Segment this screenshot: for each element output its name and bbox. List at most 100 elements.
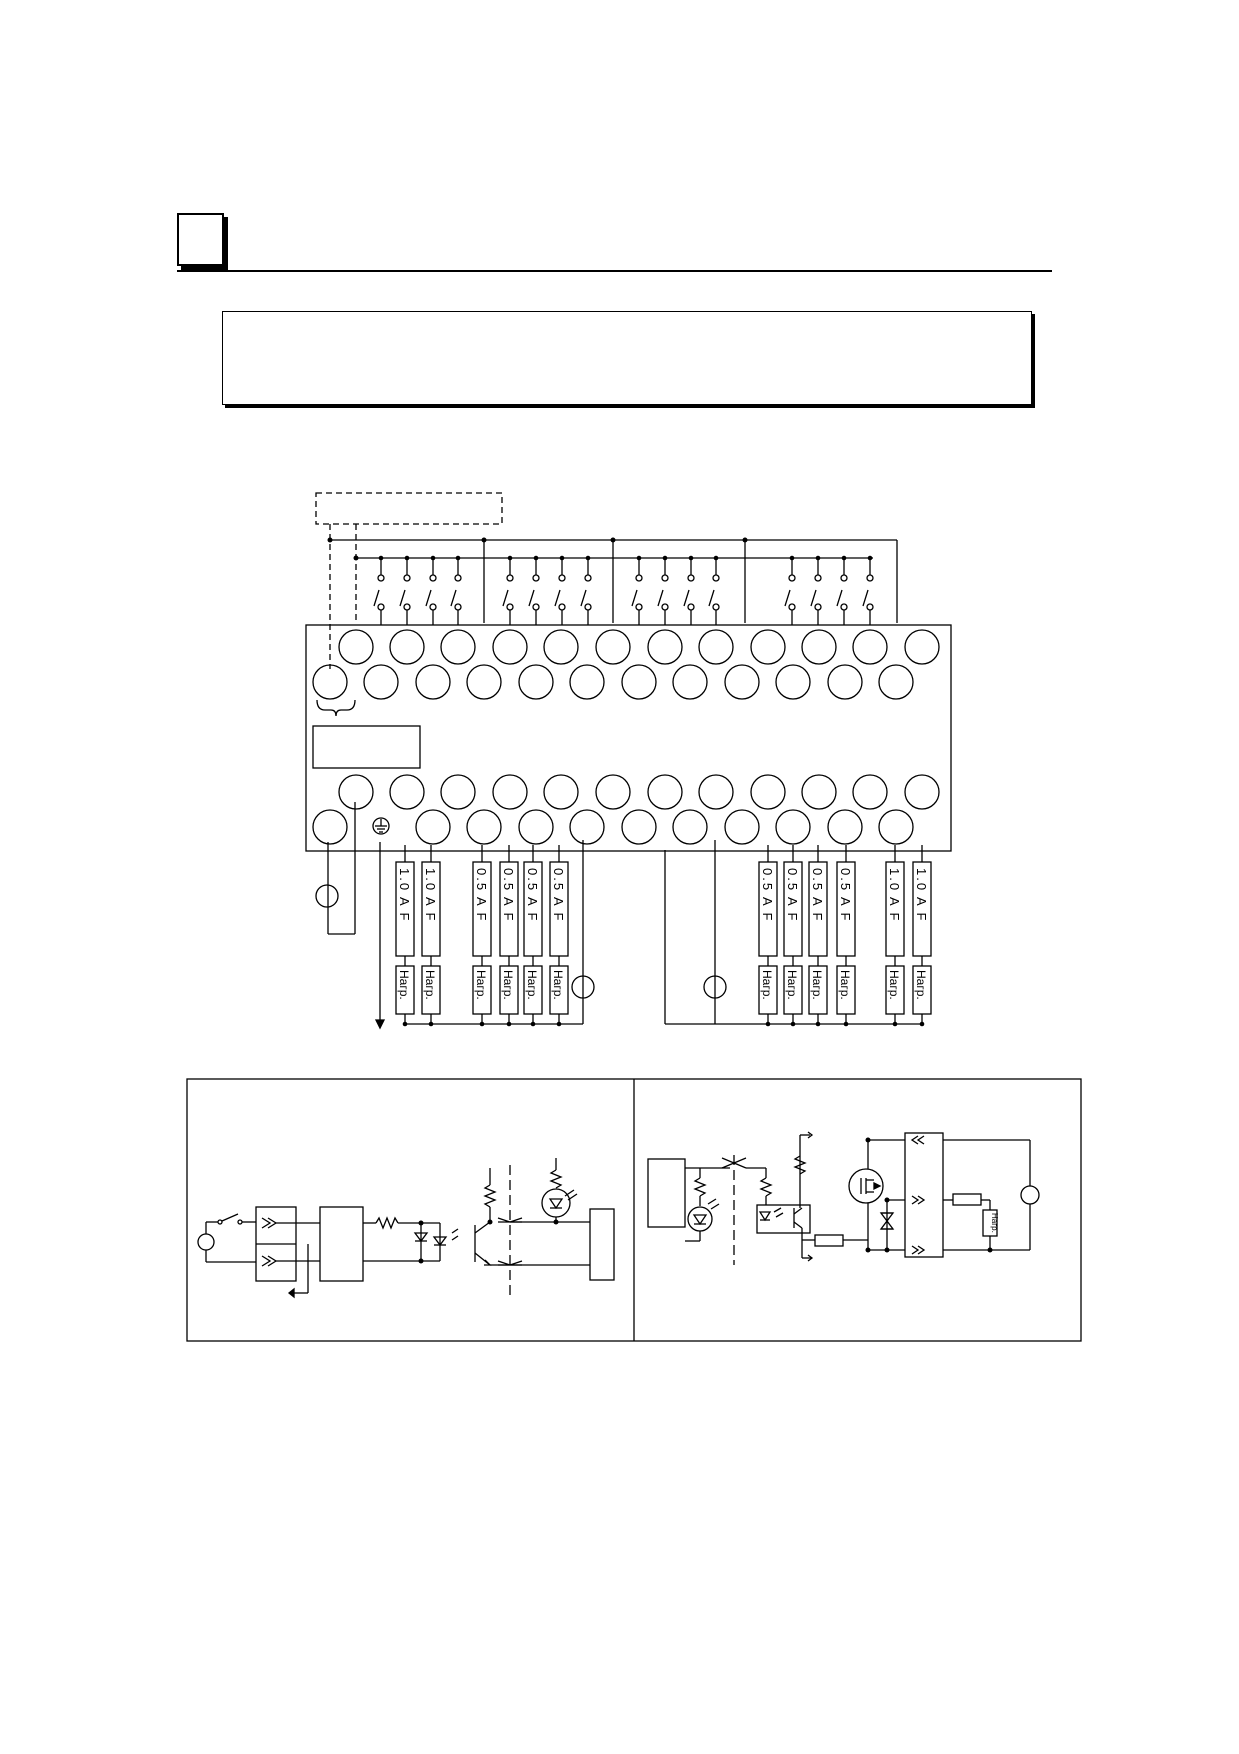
switch	[708, 555, 720, 625]
terminal	[363, 664, 399, 700]
load-label: Нагр.	[914, 970, 928, 1000]
switch	[399, 555, 411, 625]
terminal	[415, 664, 451, 700]
terminal	[878, 664, 914, 700]
terminal	[852, 774, 888, 810]
terminal	[543, 629, 579, 665]
switch	[784, 555, 796, 625]
terminal	[621, 809, 657, 845]
terminal	[801, 774, 837, 810]
switch	[657, 555, 669, 625]
switch	[450, 555, 462, 625]
load-label: Нагр.	[525, 970, 539, 1000]
switch	[631, 555, 643, 625]
load-label: Нагр.	[785, 970, 799, 1000]
fuse-load-chain: 1.0 A F Нагр.	[912, 845, 932, 1027]
terminal	[827, 809, 863, 845]
terminal	[750, 629, 786, 665]
terminal	[492, 629, 528, 665]
terminal	[724, 664, 760, 700]
terminal	[672, 809, 708, 845]
fuse-rating: 1.0 A F	[423, 868, 438, 922]
terminal	[878, 809, 914, 845]
terminal	[492, 774, 528, 810]
terminal	[724, 809, 760, 845]
switch	[862, 555, 874, 625]
fuse-load-chain: 1.0 A F Нагр.	[421, 845, 441, 1027]
ground-icon	[372, 817, 390, 835]
terminal	[647, 774, 683, 810]
terminal	[518, 809, 554, 845]
fuse-rating: 1.0 A F	[397, 868, 412, 922]
fuse-load-chain: 0.5 A F Нагр.	[472, 845, 492, 1027]
module-body	[305, 624, 952, 852]
switch	[683, 555, 695, 625]
terminal	[569, 664, 605, 700]
terminal	[647, 629, 683, 665]
load-label: Нагр.	[501, 970, 515, 1000]
terminal	[801, 629, 837, 665]
terminal	[543, 774, 579, 810]
fuse-load-chain: 0.5 A F Нагр.	[783, 845, 803, 1027]
fuse-load-chain: 0.5 A F Нагр.	[549, 845, 569, 1027]
load-label: Нагр.	[423, 970, 437, 1000]
terminal	[440, 774, 476, 810]
terminal	[312, 664, 348, 700]
terminal	[827, 664, 863, 700]
load-label-small: Нагр.	[990, 1213, 999, 1233]
terminal	[595, 629, 631, 665]
terminal	[466, 664, 502, 700]
terminal	[389, 629, 425, 665]
fuse-rating: 0.5 A F	[501, 868, 516, 922]
load-label: Нагр.	[760, 970, 774, 1000]
fuse-rating: 0.5 A F	[785, 868, 800, 922]
load-label: Нагр.	[397, 970, 411, 1000]
switch	[528, 555, 540, 625]
chapter-marker	[177, 213, 224, 266]
terminal	[904, 774, 940, 810]
terminal	[698, 774, 734, 810]
fuse-load-chain: 0.5 A F Нагр.	[499, 845, 519, 1027]
terminal	[775, 809, 811, 845]
load-label: Нагр.	[838, 970, 852, 1000]
load-label: Нагр.	[887, 970, 901, 1000]
load-label: Нагр.	[810, 970, 824, 1000]
fuse-load-chain: 0.5 A F Нагр.	[523, 845, 543, 1027]
fuse-rating: 0.5 A F	[760, 868, 775, 922]
switch	[554, 555, 566, 625]
input-switches	[373, 555, 874, 625]
switch	[836, 555, 848, 625]
header-rule	[177, 270, 1052, 272]
external-supply-box	[315, 492, 503, 525]
output-circuit-schematic	[647, 1131, 1040, 1265]
input-circuit-schematic	[197, 1158, 615, 1299]
fuse-rating: 0.5 A F	[525, 868, 540, 922]
fuse-rating: 1.0 A F	[914, 868, 929, 922]
terminal	[569, 809, 605, 845]
terminal	[904, 629, 940, 665]
fuse-load-chain: 1.0 A F Нагр.	[395, 845, 415, 1027]
switch	[425, 555, 437, 625]
load-label: Нагр.	[551, 970, 565, 1000]
fuse-rating: 0.5 A F	[474, 868, 489, 922]
load-label: Нагр.	[474, 970, 488, 1000]
terminal	[698, 629, 734, 665]
terminal	[440, 629, 476, 665]
terminal	[852, 629, 888, 665]
terminal	[672, 664, 708, 700]
switch	[502, 555, 514, 625]
terminal-blocks	[312, 629, 940, 845]
terminal	[389, 774, 425, 810]
terminal	[775, 664, 811, 700]
terminal	[415, 809, 451, 845]
fuse-rating: 0.5 A F	[838, 868, 853, 922]
label-box	[312, 725, 421, 769]
terminal	[338, 629, 374, 665]
terminal	[466, 809, 502, 845]
terminal	[518, 664, 554, 700]
fuse-rating: 0.5 A F	[551, 868, 566, 922]
title-box	[222, 311, 1032, 405]
